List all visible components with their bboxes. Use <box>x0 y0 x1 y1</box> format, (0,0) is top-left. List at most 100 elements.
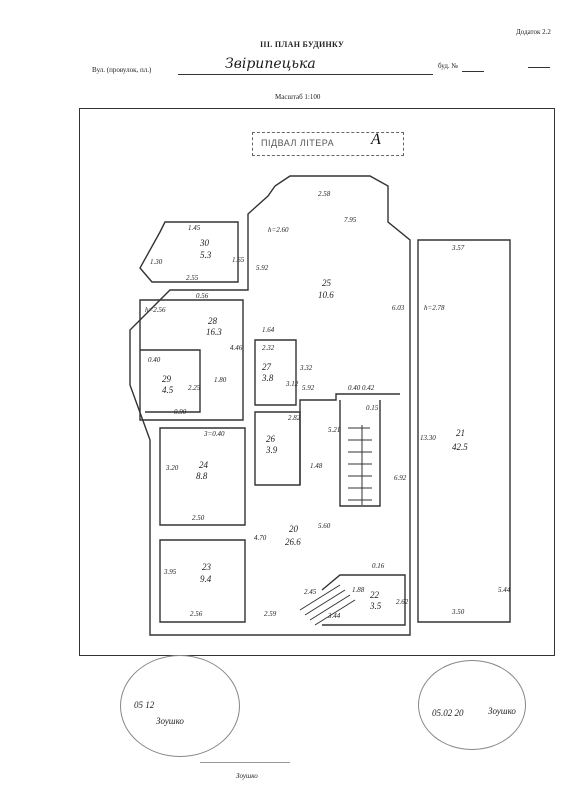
room-area: 3.8 <box>261 373 274 383</box>
dimension: 1.65 <box>232 256 245 264</box>
room-area: 26.6 <box>285 537 301 547</box>
dimension: 6.03 <box>392 304 405 312</box>
inner-wall-25 <box>299 393 400 485</box>
dimension: 0.56 <box>196 292 209 300</box>
dimension: 0.42 <box>362 384 375 392</box>
dimension: 3.12 <box>285 380 299 388</box>
street-value: Звірипецька <box>225 56 316 72</box>
dimension: 5.21 <box>328 426 340 434</box>
dimension: 3.57 <box>451 244 465 252</box>
dimension: 5.92 <box>256 264 269 272</box>
room-number: 28 <box>208 316 218 326</box>
room-area: 4.5 <box>162 385 174 395</box>
room-area: 8.8 <box>196 471 208 481</box>
room-number: 30 <box>199 238 210 248</box>
dimension: 4.46 <box>230 344 243 352</box>
dimension: h=2.60 <box>268 226 289 234</box>
dimension: 7.95 <box>344 216 357 224</box>
room-number: 24 <box>199 460 209 470</box>
dimension: 6.92 <box>394 474 407 482</box>
dimension: 0.90 <box>174 408 187 416</box>
level-stamp-number: А <box>371 131 381 148</box>
dimension: 3=0.40 <box>203 430 225 438</box>
appendix-label: Додаток 2.2 <box>516 28 551 36</box>
room-area: 42.5 <box>452 442 468 452</box>
room-23-wall <box>159 539 246 623</box>
dimension: 0.16 <box>372 562 385 570</box>
room-number: 29 <box>162 374 172 384</box>
plan-frame <box>79 108 555 656</box>
dimension: 2.55 <box>186 274 199 282</box>
room-number: 25 <box>322 278 332 288</box>
room-area: 9.4 <box>200 574 212 584</box>
level-stamp-label: ПІДВАЛ ЛІТЕРА <box>261 138 335 148</box>
signature-right: Зоушко <box>488 706 516 716</box>
dimension: h=2.78 <box>424 304 445 312</box>
dimension: 3.50 <box>451 608 465 616</box>
room-number: 27 <box>262 362 272 372</box>
room-28-wall <box>139 299 244 421</box>
dimension: 2.32 <box>262 344 275 352</box>
dimension: 5.44 <box>498 586 511 594</box>
page-title: III. ПЛАН БУДИНКУ <box>260 40 345 49</box>
scale-label: Масштаб 1:100 <box>275 93 321 101</box>
dimension: 1.48 <box>310 462 323 470</box>
dimension: 2.82 <box>288 414 301 422</box>
dimension: 1.30 <box>150 258 163 266</box>
room-number: 23 <box>202 562 212 572</box>
street-label: Вул. (провулок, пл.) <box>92 66 152 74</box>
room-number: 22 <box>370 590 380 600</box>
dimension: 1.80 <box>214 376 227 384</box>
dimension: 1.88 <box>352 586 365 594</box>
room-26-wall <box>254 411 301 486</box>
dimension: 2.62 <box>396 598 409 606</box>
room-area: 10.6 <box>318 290 334 300</box>
room-area: 3.9 <box>265 445 278 455</box>
dimension: 2.45 <box>304 588 317 596</box>
seal-left <box>120 655 240 757</box>
dimension: 0.15 <box>366 404 379 412</box>
stair-wall <box>339 400 381 507</box>
room-24-wall <box>159 427 246 526</box>
bottom-signature-line <box>200 762 290 785</box>
dimension: 13.30 <box>420 434 436 442</box>
dimension: 3.20 <box>165 464 179 472</box>
dimension: 5.92 <box>302 384 315 392</box>
signature-date-left: 05 12 <box>134 700 155 710</box>
dimension: 2.56 <box>190 610 203 618</box>
dimension: 4.70 <box>254 534 267 542</box>
room-number: 26 <box>266 434 276 444</box>
room-area: 16.3 <box>206 327 222 337</box>
dimension: 3.95 <box>163 568 177 576</box>
dimension: 2.25 <box>188 384 201 392</box>
building-number-underline <box>462 71 484 72</box>
room-30-wall <box>139 221 239 283</box>
dimension: 0.40 <box>348 384 361 392</box>
street-underline <box>178 74 433 75</box>
dimension: h=2.56 <box>145 306 166 314</box>
room-29-wall <box>140 349 201 413</box>
signature-date-right: 05.02 20 <box>432 708 464 718</box>
seal-right <box>418 660 526 750</box>
room-number: 21 <box>456 428 465 438</box>
dimension: 5.60 <box>318 522 331 530</box>
extra-underline <box>528 67 550 68</box>
dimension: 2.59 <box>264 610 277 618</box>
room-number: 20 <box>289 524 299 534</box>
outer-wall <box>129 175 411 636</box>
room-27-wall <box>254 339 297 406</box>
dimension: 2.58 <box>318 190 331 198</box>
stairs <box>348 425 372 505</box>
room-area: 3.5 <box>369 601 382 611</box>
dimension: 1.64 <box>262 326 275 334</box>
level-stamp: ПІДВАЛ ЛІТЕРА А <box>252 131 404 156</box>
signature-bottom: Зоушко <box>236 772 258 780</box>
dimension: 1.45 <box>188 224 201 232</box>
signature-left: Зоушко <box>156 716 184 726</box>
building-number-label: буд. № <box>438 62 459 70</box>
dimension: 3.44 <box>327 612 341 620</box>
dimension: 0.40 <box>148 356 161 364</box>
room-22-wall <box>321 574 406 626</box>
room-area: 5.3 <box>200 250 212 260</box>
